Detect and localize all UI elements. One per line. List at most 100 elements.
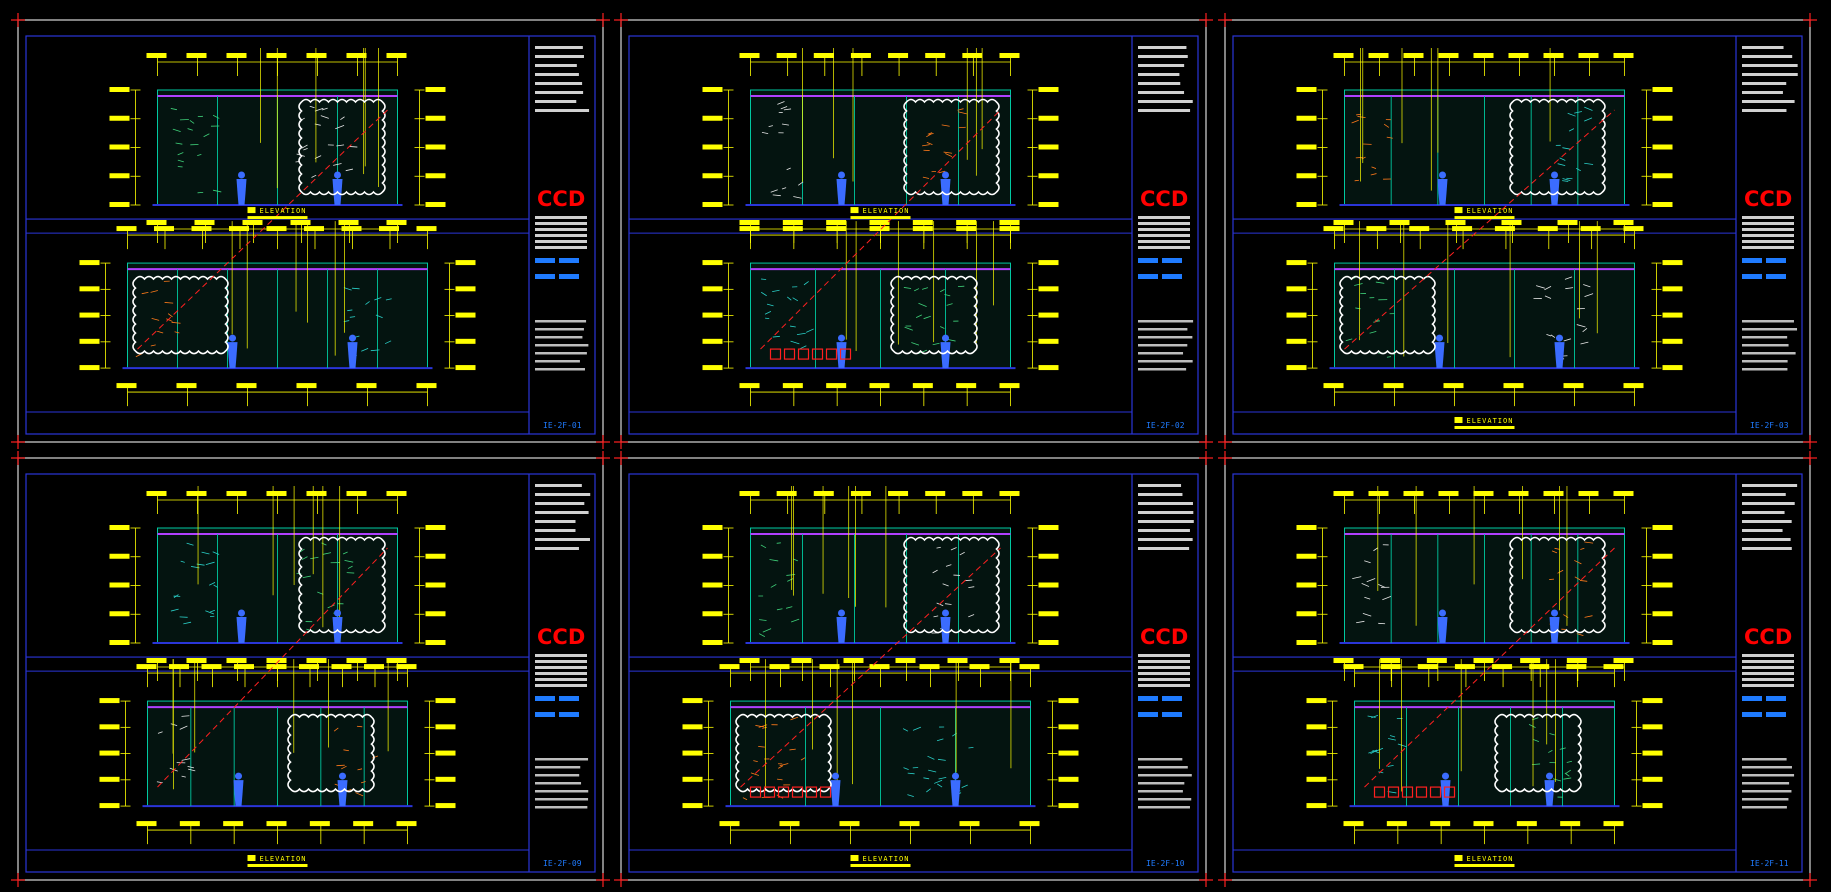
dimension-label <box>79 338 100 344</box>
wall-texture <box>1364 596 1371 600</box>
wall-texture <box>932 569 938 574</box>
human-figure-body <box>233 780 244 807</box>
wall-texture <box>1584 293 1594 297</box>
dimension-label <box>425 525 446 530</box>
dimension-label <box>1386 821 1407 827</box>
wall-texture <box>1373 547 1379 552</box>
wall-texture <box>764 310 772 315</box>
dimension-label <box>1296 553 1317 559</box>
wall-texture <box>1565 287 1574 290</box>
title-block-text <box>1742 678 1794 681</box>
title-block-text <box>1138 82 1181 85</box>
dimension-label <box>1492 664 1513 670</box>
dimension-label <box>346 658 367 663</box>
dimension-label <box>1296 525 1317 530</box>
dimension-label <box>1662 286 1683 292</box>
title-block-text <box>535 336 583 339</box>
title-block-tag <box>559 712 579 717</box>
dimension-label <box>947 658 968 663</box>
dimension-label <box>109 611 130 617</box>
elevation-outline <box>1334 262 1635 369</box>
wall-texture <box>314 107 324 112</box>
dimension-label <box>682 803 703 809</box>
wall-texture <box>1356 620 1365 624</box>
dimension-label <box>455 260 476 266</box>
dimension-label <box>739 491 760 496</box>
elevation-view <box>99 659 456 845</box>
revision-cloud <box>298 536 386 634</box>
wall-texture <box>341 765 347 770</box>
dimension-label <box>416 226 437 232</box>
furniture-chair <box>1387 786 1400 798</box>
wall-texture <box>299 548 305 553</box>
wall-texture <box>1574 560 1582 565</box>
wall-texture <box>361 348 369 352</box>
dimension-label <box>1473 821 1494 827</box>
wall-texture <box>755 725 765 728</box>
sheet-number: IE-2F-03 <box>1750 421 1789 430</box>
dimension-label <box>109 115 130 121</box>
title-block-text <box>1742 360 1788 363</box>
wall-texture <box>742 797 748 801</box>
wall-texture <box>772 194 781 197</box>
wall-texture <box>803 281 809 286</box>
wall-texture <box>1361 156 1366 160</box>
title-block-text <box>1138 234 1190 237</box>
wall-texture <box>779 763 789 767</box>
title-block-tag <box>1766 696 1786 701</box>
wall-texture <box>1554 547 1560 550</box>
dimension-label <box>116 226 137 232</box>
dimension-label <box>1603 821 1624 827</box>
dimension-label <box>1058 724 1079 730</box>
view-label: ELEVATION <box>260 207 307 215</box>
wall-texture <box>1382 596 1392 601</box>
dimension-label <box>1403 53 1424 58</box>
wall-texture <box>1565 769 1571 774</box>
wall-texture <box>957 108 964 111</box>
dimension-label <box>455 338 476 344</box>
dimension-label <box>99 776 120 782</box>
dimension-label <box>1038 115 1059 121</box>
dimension-label <box>386 491 407 496</box>
wall-texture <box>805 328 814 333</box>
title-block-text <box>535 234 587 237</box>
wall-texture <box>209 609 216 613</box>
sheet-border <box>17 457 604 881</box>
wall-texture <box>347 309 353 312</box>
title-block-tag <box>1162 696 1182 701</box>
dimension-label <box>791 658 812 663</box>
wall-texture <box>944 294 951 297</box>
dimension-label <box>1306 750 1327 756</box>
dimension-label <box>1296 144 1317 150</box>
wall-texture <box>938 776 947 780</box>
wall-texture <box>950 547 957 551</box>
wall-texture <box>175 142 183 145</box>
dimension-label <box>109 202 130 207</box>
revision-cloud <box>1509 536 1606 634</box>
furniture-chair <box>1401 786 1414 798</box>
title-block-text <box>535 91 584 94</box>
dimension-label <box>1019 821 1040 827</box>
wall-texture <box>181 775 186 778</box>
wall-texture <box>762 628 772 633</box>
title-block-text <box>1138 344 1188 347</box>
elevation-view <box>1286 221 1683 407</box>
dimension-label <box>1038 312 1059 318</box>
dimension-label <box>435 698 456 704</box>
dimension-label <box>739 226 760 232</box>
dimension-label <box>99 803 120 809</box>
furniture-chair <box>797 348 810 360</box>
dimension-label <box>1038 553 1059 559</box>
dimension-label <box>999 220 1020 225</box>
wall-texture <box>157 731 163 734</box>
wall-texture <box>1559 157 1566 161</box>
wall-texture <box>922 287 929 290</box>
wall-texture <box>1362 613 1372 617</box>
wall-texture <box>946 303 953 306</box>
wall-texture <box>1372 749 1380 754</box>
view-label: ELEVATION <box>1467 207 1514 215</box>
dimension-label <box>1652 640 1673 645</box>
title-block-tag <box>1766 274 1786 279</box>
wall-texture <box>772 335 780 338</box>
dimension-label <box>425 115 446 121</box>
